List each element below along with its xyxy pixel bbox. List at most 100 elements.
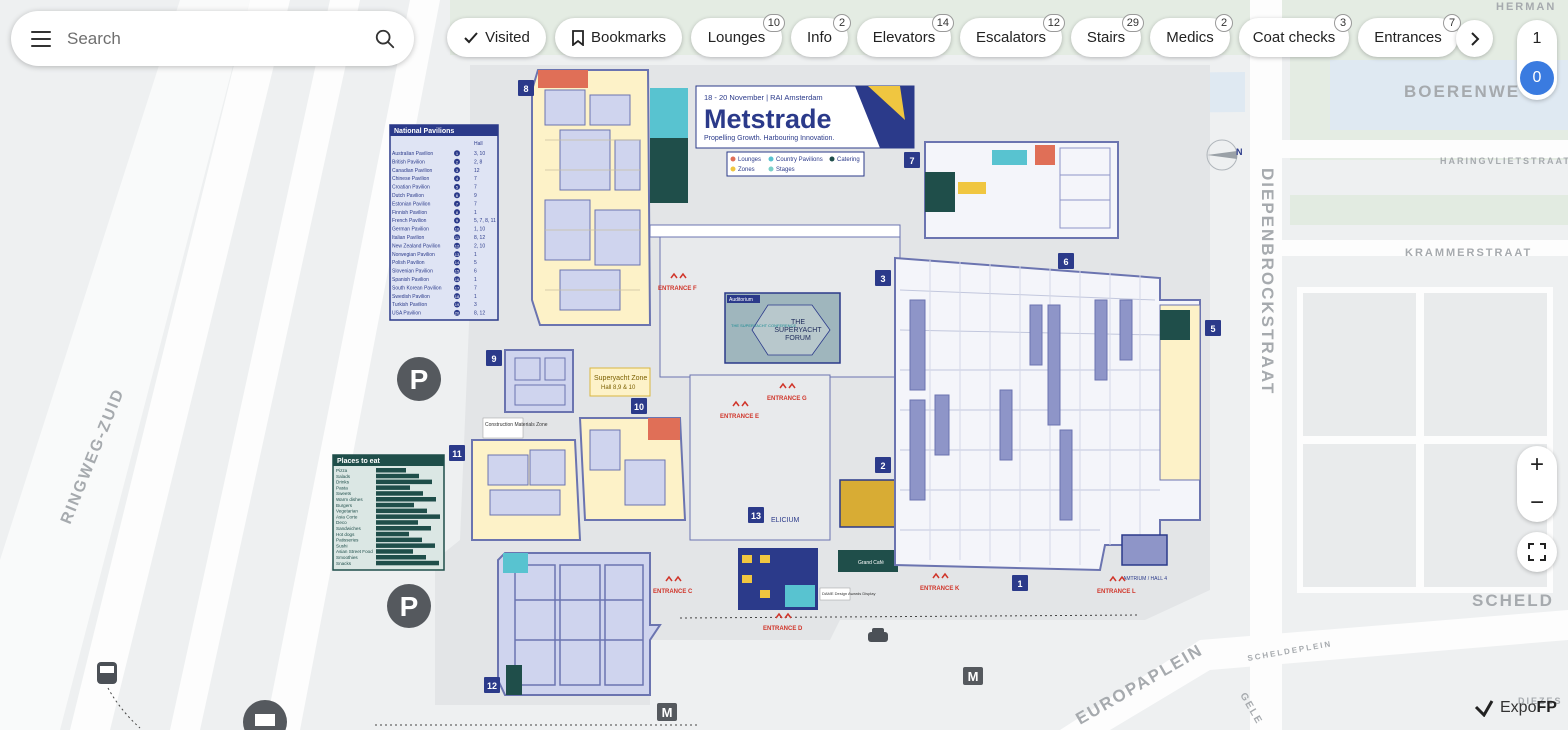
hall-badge-10[interactable]: 10	[631, 398, 647, 414]
entrance-arrow-icon	[670, 272, 687, 279]
entrance-arrow-icon	[779, 382, 796, 389]
hall-badge-7[interactable]: 7	[904, 152, 920, 168]
filter-visited[interactable]: Visited	[447, 18, 546, 57]
place-to-eat-name: Asia Corte	[336, 514, 358, 519]
hall-badge-2[interactable]: 2	[875, 457, 891, 473]
pavilion-name: Slovenian Pavilion	[392, 269, 433, 275]
zoom-in-button[interactable]: +	[1529, 451, 1544, 478]
train-icon	[97, 662, 117, 684]
filter-label: Elevators	[872, 29, 936, 46]
entrance-marker[interactable]: ENTRANCE F	[658, 272, 697, 292]
pavilion-hall: 5, 7, 8, 11	[474, 218, 496, 224]
hall-badge-8[interactable]: 8	[518, 80, 534, 96]
hall-badge-5[interactable]: 5	[1205, 320, 1221, 336]
hall-badge-11[interactable]: 11	[449, 445, 465, 461]
pavilion-number-icon	[454, 217, 460, 224]
place-to-eat-name: Vegetarian	[336, 509, 358, 514]
pavilion-number-icon	[454, 259, 460, 266]
place-to-eat-hall-tags	[376, 555, 426, 560]
chevron-right-icon[interactable]	[1456, 20, 1493, 57]
place-to-eat-hall-tags	[376, 502, 414, 508]
entrance-marker[interactable]: ENTRANCE L	[1097, 575, 1136, 595]
place-to-eat-hall-tags	[376, 531, 409, 537]
check-icon	[463, 30, 479, 46]
place-to-eat-name: Smoothies	[336, 555, 358, 560]
filter-escalators[interactable]: Escalators 12	[960, 14, 1065, 57]
entrance-label: ENTRANCE F	[658, 286, 697, 292]
search-input[interactable]	[65, 27, 374, 50]
menu-icon[interactable]	[31, 30, 51, 47]
pavilion-number: 3	[456, 168, 459, 173]
places-to-eat-title: Places to eat	[337, 458, 380, 465]
entrance-arrow-icon	[732, 400, 749, 407]
zoom-out-button[interactable]: −	[1529, 489, 1544, 516]
filter-elevators[interactable]: Elevators 14	[857, 14, 954, 57]
metro-icon[interactable]: M	[963, 667, 983, 685]
entrance-marker[interactable]: ENTRANCE G	[767, 382, 807, 402]
pavilion-hall: 3, 10	[474, 151, 485, 157]
hall-badge-13[interactable]: 13	[748, 507, 764, 523]
filter-medics[interactable]: Medics 2	[1150, 14, 1233, 57]
fullscreen-button[interactable]	[1517, 532, 1557, 572]
entrance-marker[interactable]: ENTRANCE C	[653, 575, 693, 595]
pavilion-name: Polish Pavilion	[392, 260, 425, 266]
count-badge: 12	[1042, 14, 1065, 32]
entrance-label: ENTRANCE L	[1097, 589, 1136, 595]
hall-badge-9[interactable]: 9	[486, 350, 502, 366]
filter-label: Lounges	[707, 29, 766, 46]
parking-icon[interactable]: P	[397, 357, 441, 401]
filter-bookmarks[interactable]: Bookmarks	[555, 18, 682, 57]
place-to-eat-row: Hot dogs	[336, 531, 409, 537]
amtrium-label: AMTRIUM / HALL 4	[1123, 576, 1167, 582]
entrance-label: ENTRANCE K	[920, 586, 960, 592]
pavilion-hall: 1	[474, 210, 477, 216]
place-to-eat-name: Pizza	[336, 468, 348, 473]
hall-badge-1[interactable]: 1	[1012, 575, 1028, 591]
street-haringvliet: HARINGVLIETSTRAAT	[1440, 156, 1568, 166]
count-badge: 10	[762, 14, 785, 32]
metro-icon[interactable]: M	[657, 703, 677, 721]
hall-number: 7	[909, 156, 914, 166]
pavilion-number: 11	[455, 235, 460, 240]
entrance-marker[interactable]: ENTRANCE K	[920, 572, 960, 592]
hall-badge-12[interactable]: 12	[484, 677, 500, 693]
floor-button-upper[interactable]: 1	[1532, 30, 1542, 47]
filter-lounges[interactable]: Lounges 10	[691, 14, 785, 57]
filter-coat-checks[interactable]: Coat checks 3	[1239, 14, 1352, 57]
entrance-marker[interactable]: ENTRANCE D	[763, 612, 803, 632]
brand-name-a: Expo	[1500, 699, 1537, 716]
parking-icon[interactable]: P	[387, 584, 431, 628]
pavilion-hall: 7	[474, 185, 477, 191]
pavilion-number: 10	[455, 227, 460, 232]
hall-badge-6[interactable]: 6	[1058, 253, 1074, 269]
pavilion-hall: 9	[474, 193, 477, 199]
floor-switcher: 1 0	[1517, 20, 1557, 100]
floor-button-current[interactable]: 0	[1520, 61, 1554, 95]
filter-label: Bookmarks	[590, 29, 667, 46]
place-to-eat-name: Patisseries	[336, 538, 359, 543]
pavilion-number: 4	[456, 176, 459, 181]
pavilion-hall: 2, 10	[474, 243, 485, 249]
hall-badge-3[interactable]: 3	[875, 270, 891, 286]
search-icon[interactable]	[374, 28, 396, 50]
filter-stairs[interactable]: Stairs 29	[1071, 14, 1144, 57]
entrance-marker[interactable]: ENTRANCE E	[720, 400, 759, 420]
pavilion-number: 20	[455, 311, 460, 316]
place-to-eat-name: Snacks	[336, 561, 352, 566]
place-to-eat-row: Asian Street Food	[336, 549, 413, 554]
pavilion-hall: 2, 8	[474, 159, 483, 165]
hall-number: 9	[491, 354, 496, 364]
pavilion-number: 8	[456, 210, 459, 215]
banner-name: Metstrade	[704, 104, 832, 134]
pavilion-number: 16	[455, 277, 460, 282]
place-to-eat-row: Salads	[336, 473, 419, 479]
filter-entrances[interactable]: Entrances 7	[1358, 14, 1461, 57]
filter-info[interactable]: Info 2	[791, 14, 851, 57]
